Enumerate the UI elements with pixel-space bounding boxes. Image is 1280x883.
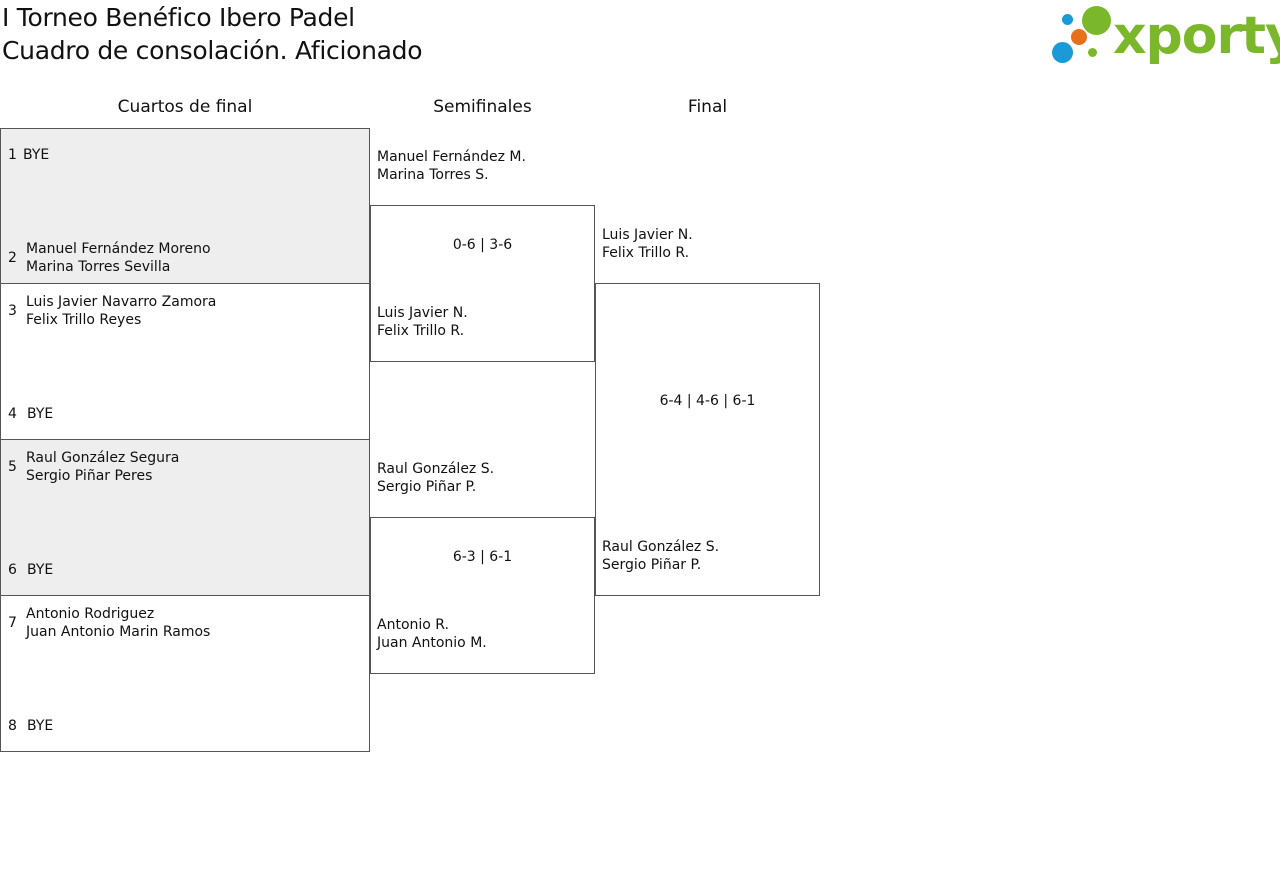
quarterfinal-match-1: 1 BYE 2 Manuel Fernández Moreno Marina T…	[0, 128, 370, 284]
logo-dot-blue-small	[1062, 14, 1073, 25]
team-player-1: Antonio Rodriguez	[26, 606, 155, 622]
page-subtitle: Cuadro de consolación. Aficionado	[2, 36, 423, 65]
semifinal-top-player-1: Manuel Fernández M.	[377, 149, 526, 165]
team-name: BYE	[27, 718, 54, 734]
match-score: 6-3 | 6-1	[452, 549, 513, 565]
quarterfinal-match-2: 3 Luis Javier Navarro Zamora Felix Trill…	[0, 283, 370, 440]
semifinal-bottom-player-2: Juan Antonio M.	[377, 635, 487, 651]
quarterfinal-match-3: 5 Raul González Segura Sergio Piñar Pere…	[0, 439, 370, 596]
match-score: 0-6 | 3-6	[452, 237, 513, 253]
semifinal-connector	[370, 205, 595, 362]
semifinal-connector	[370, 517, 595, 674]
final-bottom-player-1: Raul González S.	[602, 539, 720, 555]
team-player-1: Raul González Segura	[26, 450, 180, 466]
final-top-player-2: Felix Trillo R.	[602, 245, 690, 261]
match-score: 6-4 | 4-6 | 6-1	[659, 393, 756, 409]
logo-dot-blue	[1052, 42, 1073, 63]
semifinal-top-player-2: Sergio Piñar P.	[377, 479, 477, 495]
semifinal-bottom-player-1: Luis Javier N.	[377, 305, 468, 321]
seed-number: 6	[8, 562, 17, 578]
seed-number: 4	[8, 406, 17, 422]
team-player-1: Luis Javier Navarro Zamora	[26, 294, 217, 310]
semifinal-match-2: Raul González S. Sergio Piñar P. 6-3 | 6…	[370, 440, 595, 674]
seed-number: 5	[8, 459, 17, 475]
semifinal-top-player-2: Marina Torres S.	[377, 167, 489, 183]
quarterfinal-match-4: 7 Antonio Rodriguez Juan Antonio Marin R…	[0, 595, 370, 752]
logo-dot-orange	[1071, 29, 1087, 45]
seed-number: 7	[8, 615, 17, 631]
xporty-logo	[1050, 4, 1280, 70]
team-player-2: Sergio Piñar Peres	[26, 468, 153, 484]
seed-number: 8	[8, 718, 17, 734]
final-match: Luis Javier N. Felix Trillo R. 6-4 | 4-6…	[595, 205, 820, 596]
final-bottom-player-2: Sergio Piñar P.	[602, 557, 702, 573]
semifinal-top-player-1: Raul González S.	[377, 461, 495, 477]
logo-dot-green-small	[1088, 48, 1097, 57]
team-player-1: Manuel Fernández Moreno	[26, 241, 211, 257]
team-player-2: Juan Antonio Marin Ramos	[26, 624, 211, 640]
logo-dot-green	[1082, 6, 1111, 35]
team-player-2: Felix Trillo Reyes	[26, 312, 142, 328]
team-name: BYE	[23, 147, 50, 163]
team-name: BYE	[27, 562, 54, 578]
semifinal-bottom-player-2: Felix Trillo R.	[377, 323, 465, 339]
page-title: I Torneo Benéfico Ibero Padel	[2, 3, 355, 32]
final-connector	[595, 283, 820, 596]
team-name: BYE	[27, 406, 54, 422]
round-header-quarterfinals: Cuartos de final	[117, 97, 253, 117]
team-player-2: Marina Torres Sevilla	[26, 259, 171, 275]
round-header-final: Final	[687, 97, 728, 117]
semifinal-bottom-player-1: Antonio R.	[377, 617, 449, 633]
seed-number: 2	[8, 250, 17, 266]
final-top-player-1: Luis Javier N.	[602, 227, 693, 243]
round-header-semifinals: Semifinales	[433, 97, 532, 117]
semifinal-match-1: Manuel Fernández M. Marina Torres S. 0-6…	[370, 128, 595, 362]
seed-number: 1	[8, 147, 17, 163]
logo-wordmark: xporty	[1113, 6, 1280, 66]
seed-number: 3	[8, 303, 17, 319]
